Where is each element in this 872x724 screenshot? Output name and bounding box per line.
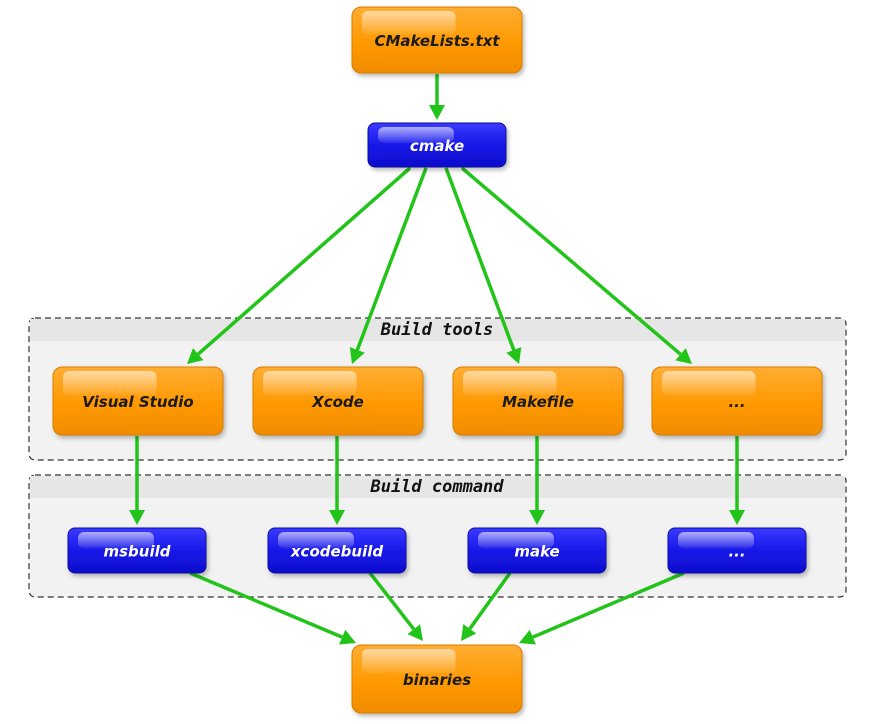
edge-line	[368, 571, 416, 631]
edge-line	[468, 571, 512, 630]
edge-line	[355, 167, 428, 351]
edge-cmakelists-to-cmake	[429, 74, 445, 120]
node-xcode: Xcode	[252, 366, 424, 436]
edge-make-to-binaries	[461, 571, 512, 641]
arrowhead-icon	[675, 348, 692, 364]
node-gloss	[678, 532, 754, 549]
edge-cmake-to-makefile	[444, 167, 522, 364]
node-label: cmake	[410, 137, 464, 155]
arrowhead-icon	[506, 347, 522, 364]
edge-line	[197, 166, 412, 356]
node-make: make	[467, 527, 607, 574]
node-gloss	[263, 371, 357, 396]
node-cmd-more: ...	[667, 527, 807, 574]
node-label: xcodebuild	[290, 543, 383, 561]
arrowhead-icon	[729, 510, 745, 525]
node-msbuild: msbuild	[67, 527, 207, 574]
group-title-build-tools: Build tools	[380, 320, 494, 340]
node-cmakelists: CMakeLists.txt	[351, 6, 523, 74]
arrowhead-icon	[529, 510, 545, 525]
node-gloss	[378, 127, 454, 143]
node-label: make	[514, 543, 559, 561]
node-label: Xcode	[311, 393, 364, 411]
edge-makefile-to-make	[529, 436, 545, 525]
group-header-band	[30, 476, 845, 498]
edge-visual-studio-to-msbuild	[129, 436, 145, 525]
arrowhead-icon	[329, 510, 345, 525]
edge-line	[460, 166, 682, 356]
node-label: Visual Studio	[82, 393, 193, 411]
edge-msbuild-to-binaries	[189, 571, 356, 645]
node-gloss	[478, 532, 554, 549]
edge-line	[189, 571, 343, 639]
edge-cmake-to-tool-more	[460, 166, 692, 364]
group-build-command: Build command	[28, 474, 847, 598]
node-visual-studio: Visual Studio	[52, 366, 224, 436]
group-title-build-command: Build command	[369, 477, 504, 497]
node-label: binaries	[403, 671, 471, 689]
arrowhead-icon	[129, 510, 145, 525]
edge-cmake-to-visual-studio	[187, 166, 412, 364]
edge-line	[532, 571, 685, 639]
edge-cmake-to-xcode	[349, 167, 428, 364]
arrowhead-icon	[187, 348, 204, 364]
node-xcodebuild: xcodebuild	[267, 527, 407, 574]
edge-line	[444, 167, 516, 351]
node-label: msbuild	[104, 543, 171, 561]
arrowhead-icon	[429, 105, 445, 120]
edge-xcode-to-xcodebuild	[329, 436, 345, 525]
node-label: CMakeLists.txt	[374, 32, 500, 50]
node-gloss	[362, 649, 456, 674]
node-gloss	[662, 371, 756, 396]
node-tool-more: ...	[651, 366, 823, 436]
node-gloss	[463, 371, 557, 396]
edge-tool-more-to-cmd-more	[729, 436, 745, 525]
node-gloss	[362, 11, 456, 35]
node-label: Makefile	[502, 393, 574, 411]
node-label: ...	[728, 543, 745, 561]
arrowhead-icon	[349, 347, 365, 364]
arrowhead-icon	[339, 629, 356, 645]
node-gloss	[63, 371, 157, 396]
node-makefile: Makefile	[452, 366, 624, 436]
edge-xcodebuild-to-binaries	[368, 571, 423, 641]
node-label: ...	[728, 393, 745, 411]
arrowhead-icon	[519, 629, 536, 645]
node-binaries: binaries	[351, 644, 523, 714]
edges-layer	[129, 74, 745, 645]
edge-cmd-more-to-binaries	[519, 571, 685, 645]
arrowhead-icon	[407, 624, 423, 641]
arrowhead-icon	[461, 624, 477, 641]
node-gloss	[278, 532, 354, 549]
node-cmake: cmake	[367, 122, 507, 168]
node-gloss	[78, 532, 154, 549]
